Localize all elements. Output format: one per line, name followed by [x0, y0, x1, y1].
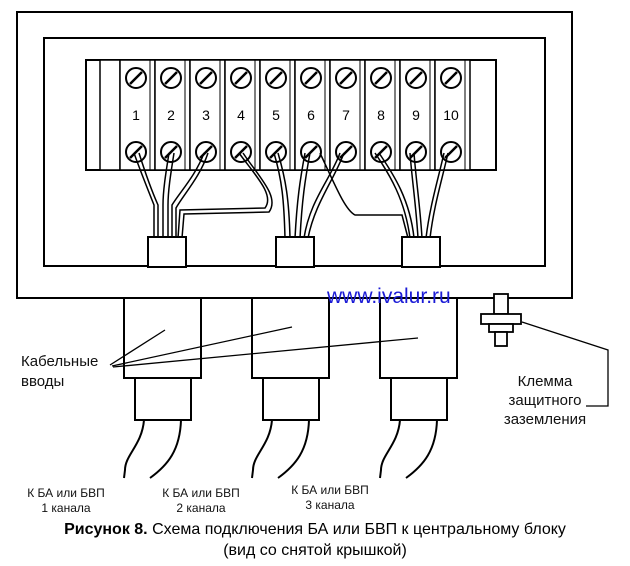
ground-label: Клемма защитного заземления: [504, 373, 586, 428]
cable-entry-3: [379, 297, 458, 479]
terminal-7: 7: [329, 59, 366, 171]
terminal-3: 3: [189, 59, 226, 171]
channel-3-label-line1: К БА или БВП: [291, 483, 369, 497]
channel-2-label: К БА или БВП 2 канала: [162, 486, 240, 515]
ground-leader: [521, 321, 609, 407]
terminal-number: 7: [342, 107, 350, 123]
terminal-number: 6: [307, 107, 315, 123]
terminal-number: 9: [412, 107, 420, 123]
ground-label-line2: защитного: [509, 392, 582, 409]
caption-line1: Рисунок 8. Схема подключения БА или БВП …: [0, 519, 630, 540]
cable-entry-2: [251, 297, 330, 479]
terminal-9: 9: [399, 59, 436, 171]
terminal-4: 4: [224, 59, 261, 171]
terminal-number: 10: [443, 107, 459, 123]
terminal-6: 6: [294, 59, 331, 171]
terminal-5: 5: [259, 59, 296, 171]
ground-terminal: [480, 293, 522, 347]
ground-label-line1: Клемма: [518, 373, 573, 390]
terminal-block: 1 2 3 4 5 6 7 8 9 10: [85, 59, 497, 171]
caption-figure-number: Рисунок 8.: [64, 521, 148, 538]
gland-inner-1: [147, 236, 187, 268]
gland-inner-2: [275, 236, 315, 268]
terminal-number: 4: [237, 107, 245, 123]
channel-1-label: К БА или БВП 1 канала: [27, 486, 105, 515]
terminal-number: 8: [377, 107, 385, 123]
cable-entries-pointers: [109, 326, 419, 368]
channel-2-label-line2: 2 канала: [176, 501, 225, 515]
figure-caption: Рисунок 8. Схема подключения БА или БВП …: [0, 519, 630, 561]
gland-inner-3: [401, 236, 441, 268]
cable-entries-label: Кабельные вводы: [21, 353, 98, 390]
ground-label-line3: заземления: [504, 411, 586, 428]
terminal-1: 1: [119, 59, 156, 171]
terminal-2: 2: [154, 59, 191, 171]
wires: [133, 152, 449, 239]
caption-title: Схема подключения БА или БВП к центральн…: [147, 521, 566, 538]
channel-3-label: К БА или БВП 3 канала: [291, 483, 369, 512]
cable-entries-label-line1: Кабельные: [21, 353, 98, 370]
terminal-number: 5: [272, 107, 280, 123]
terminal-number: 3: [202, 107, 210, 123]
channel-3-label-line2: 3 канала: [305, 498, 354, 512]
channel-2-label-line1: К БА или БВП: [162, 486, 240, 500]
cable-entries-label-line2: вводы: [21, 373, 64, 390]
terminal-number: 2: [167, 107, 175, 123]
terminal-8: 8: [364, 59, 401, 171]
channel-1-label-line2: 1 канала: [41, 501, 90, 515]
cable-entry-1: [123, 297, 202, 479]
channel-1-label-line1: К БА или БВП: [27, 486, 105, 500]
caption-line2: (вид со снятой крышкой): [223, 542, 407, 559]
terminal-10: 10: [434, 59, 471, 171]
terminal-number: 1: [132, 107, 140, 123]
watermark: www.ivalur.ru: [326, 285, 451, 308]
